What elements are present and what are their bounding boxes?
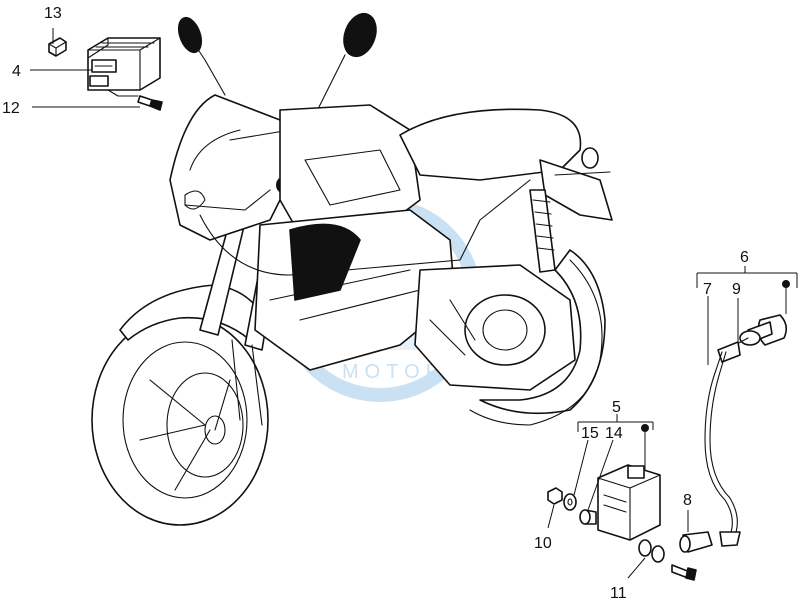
callout-11: 11 (610, 585, 627, 600)
leader-lines (30, 28, 798, 579)
callout-13: 13 (44, 5, 62, 22)
connector-part-illustration (679, 531, 713, 553)
callout-14: 14 (605, 425, 623, 442)
callout-6: 6 (740, 249, 749, 266)
motorcycle-illustration (91, 12, 613, 526)
spark-plug-cap-illustration (704, 280, 790, 547)
callout-5: 5 (612, 399, 621, 416)
cdi-unit-illustration (547, 424, 697, 581)
callout-4: 4 (12, 63, 21, 80)
callout-9: 9 (732, 281, 741, 298)
callout-15: 15 (581, 425, 599, 442)
callout-8: 8 (683, 492, 692, 509)
callout-10: 10 (534, 535, 552, 552)
callout-7: 7 (703, 281, 712, 298)
callout-12: 12 (2, 100, 20, 117)
callout-labels: 13 4 12 6 7 9 5 15 14 8 10 11 (2, 5, 749, 600)
regulator-part-illustration (48, 37, 163, 111)
